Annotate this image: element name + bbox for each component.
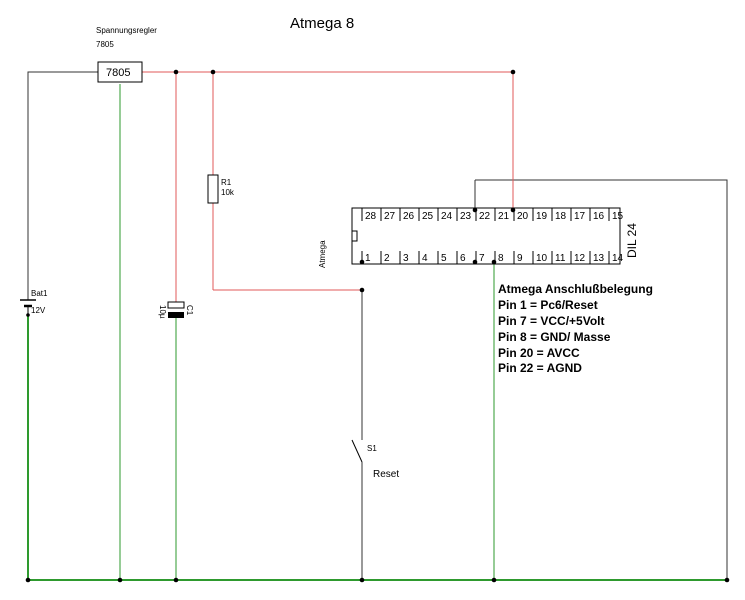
pinout-line: Pin 8 = GND/ Masse <box>498 330 611 344</box>
vcc-wires <box>142 71 514 302</box>
black-wires <box>27 71 728 580</box>
chip-pin-label: 11 <box>555 253 566 264</box>
resistor-value: 10k <box>221 188 235 197</box>
chip-pin-label: 5 <box>441 253 447 264</box>
chip-pin-label: 20 <box>517 211 529 222</box>
resistor-name: R1 <box>221 178 232 187</box>
voltage-regulator: Spannungsregler 7805 7805 <box>96 26 157 83</box>
chip-pin-label: 10 <box>536 253 548 264</box>
chip-pins-top: 28 27 26 25 24 23 22 21 20 19 18 17 16 15 <box>361 208 624 222</box>
regulator-type: 7805 <box>96 40 114 49</box>
chip-pin-label: 17 <box>574 211 586 222</box>
chip-pin-label: 19 <box>536 211 548 222</box>
chip-name: Atmega <box>318 240 327 268</box>
chip-pin-label: 21 <box>498 211 510 222</box>
chip-pin-label: 4 <box>422 253 428 264</box>
chip-pin-label: 7 <box>479 253 485 264</box>
capacitor-value: 10µ <box>158 305 167 319</box>
chip-pin-label: 28 <box>365 211 377 222</box>
capacitor-name: C1 <box>185 305 194 316</box>
chip-pin-label: 14 <box>612 253 624 264</box>
chip-pin-label: 9 <box>517 253 523 264</box>
gnd-wires <box>27 84 727 581</box>
chip-pin-label: 18 <box>555 211 567 222</box>
chip-pin-label: 2 <box>384 253 390 264</box>
pinout-line: Pin 22 = AGND <box>498 361 582 375</box>
chip-pin-label: 25 <box>422 211 434 222</box>
reset-switch: S1 Reset <box>351 439 399 480</box>
chip-pin-label: 1 <box>365 253 371 264</box>
capacitor-c1: 10µ C1 <box>158 301 194 319</box>
resistor-r1: R1 10k <box>207 174 235 204</box>
chip-pin-label: 27 <box>384 211 396 222</box>
battery-value: 12V <box>31 306 46 315</box>
pinout-heading: Atmega Anschlußbelegung <box>498 282 653 296</box>
pinout-line: Pin 1 = Pc6/Reset <box>498 298 598 312</box>
regulator-label: 7805 <box>106 67 130 79</box>
switch-name: S1 <box>367 444 377 453</box>
pinout-line: Pin 20 = AVCC <box>498 346 580 360</box>
diagram-title: Atmega 8 <box>290 15 354 32</box>
regulator-caption: Spannungsregler <box>96 26 157 35</box>
chip-pin-label: 15 <box>612 211 624 222</box>
chip-pin-label: 24 <box>441 211 453 222</box>
chip-pin-label: 3 <box>403 253 409 264</box>
chip-package: DIL 24 <box>625 223 639 258</box>
pinout-line: Pin 7 = VCC/+5Volt <box>498 314 604 328</box>
pinout-note: Atmega Anschlußbelegung Pin 1 = Pc6/Rese… <box>498 282 653 375</box>
chip-pin-label: 8 <box>498 253 504 264</box>
chip-pin-label: 16 <box>593 211 605 222</box>
chip-pin-label: 23 <box>460 211 472 222</box>
chip-pin-label: 22 <box>479 211 491 222</box>
chip-pin-label: 6 <box>460 253 466 264</box>
battery-bat1: Bat1 12V <box>20 289 48 317</box>
chip-pin-label: 13 <box>593 253 605 264</box>
chip-pin-label: 26 <box>403 211 415 222</box>
switch-label: Reset <box>373 469 399 480</box>
chip-pin-label: 12 <box>574 253 586 264</box>
battery-name: Bat1 <box>31 289 48 298</box>
junction-dots <box>25 69 730 583</box>
chip-connection-dots <box>359 207 516 265</box>
